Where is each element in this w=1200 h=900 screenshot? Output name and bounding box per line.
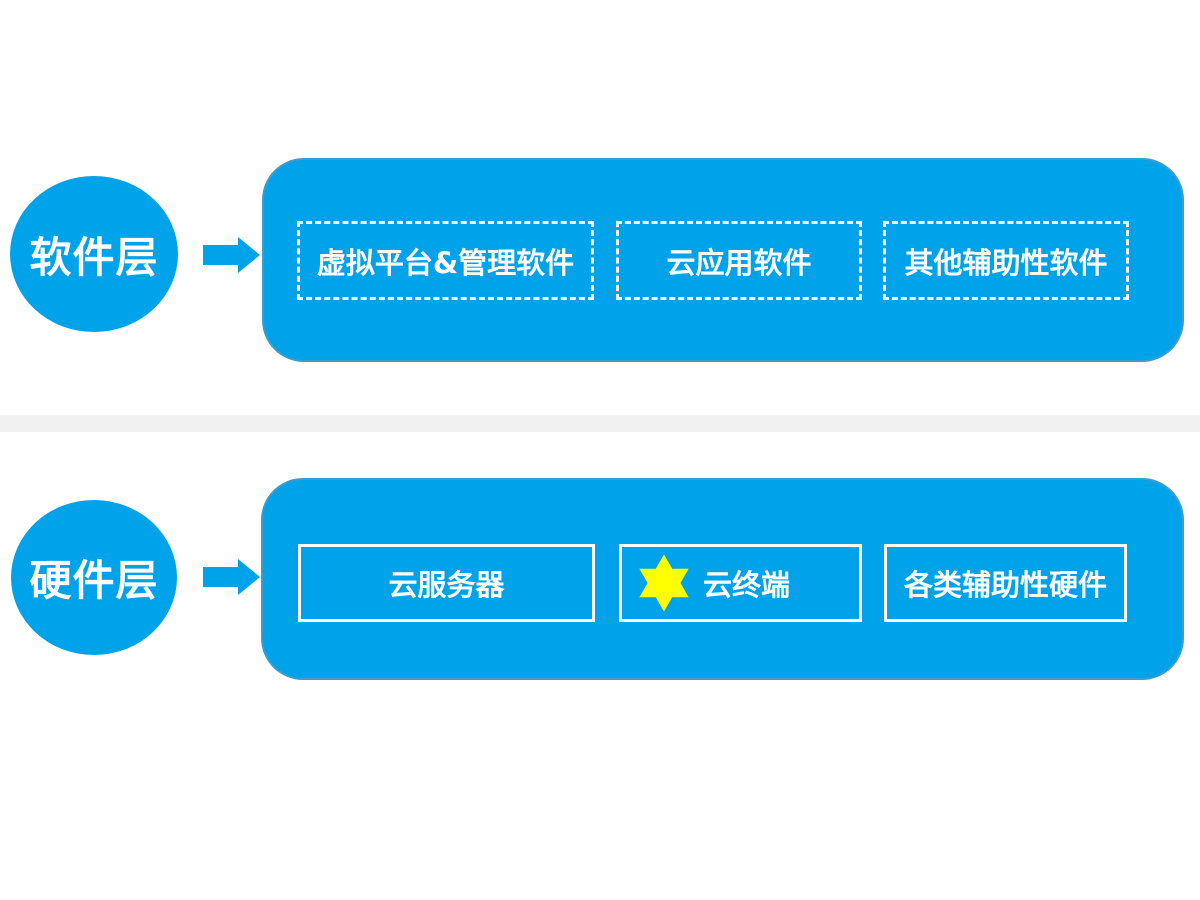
software-item-other-auxiliary: 其他辅助性软件: [883, 221, 1129, 300]
hardware-item-auxiliary-hardware: 各类辅助性硬件: [884, 544, 1127, 622]
hardware-item-label: 各类辅助性硬件: [903, 568, 1107, 602]
section-divider: [0, 415, 1200, 432]
software-layer-label: 软件层: [29, 232, 159, 282]
software-layer-circle: 软件层: [10, 176, 178, 332]
hardware-item-label: 云终端: [702, 568, 790, 602]
software-item-label: 虚拟平台&管理软件: [316, 245, 575, 280]
hardware-layer-circle: 硬件层: [11, 500, 177, 655]
software-item-cloud-app: 云应用软件: [616, 221, 862, 300]
hardware-layer-panel: 云服务器 云终端 各类辅助性硬件: [261, 478, 1184, 680]
software-item-virtual-platform: 虚拟平台&管理软件: [297, 221, 594, 300]
software-arrow-icon: [203, 237, 261, 273]
hardware-item-label: 云服务器: [388, 568, 505, 602]
software-item-label: 云应用软件: [666, 245, 812, 280]
hardware-item-cloud-server: 云服务器: [298, 544, 595, 622]
hardware-item-cloud-terminal: 云终端: [619, 544, 862, 622]
hardware-layer-label: 硬件层: [29, 556, 159, 605]
software-item-label: 其他辅助性软件: [904, 245, 1108, 280]
hardware-arrow-icon: [203, 559, 261, 595]
software-layer-panel: 虚拟平台&管理软件 云应用软件 其他辅助性软件: [262, 158, 1184, 362]
star-icon: [639, 554, 689, 612]
